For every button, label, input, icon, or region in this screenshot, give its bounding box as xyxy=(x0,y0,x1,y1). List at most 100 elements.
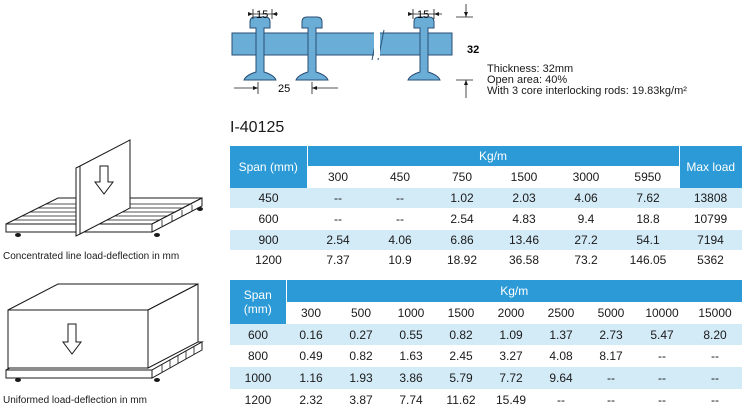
max-cell: 10799 xyxy=(679,208,742,230)
uniform-load-illustration xyxy=(5,283,204,382)
value-cell: 0.82 xyxy=(336,345,386,367)
value-cell: 7.62 xyxy=(617,188,679,208)
value-cell: 7.74 xyxy=(386,389,436,411)
max-cell: 5362 xyxy=(679,250,742,270)
load-col-header: 300 xyxy=(327,170,349,184)
value-cell: 0.55 xyxy=(386,324,436,345)
value-cell: 1.02 xyxy=(431,188,493,208)
span-cell: 450 xyxy=(230,188,307,208)
i-beam-middle xyxy=(295,16,329,81)
i-beam-left xyxy=(243,16,277,81)
value-cell: -- xyxy=(636,367,688,389)
value-cell: 1.09 xyxy=(486,324,536,345)
value-cell: -- xyxy=(688,389,742,411)
max-load-header: Max load xyxy=(678,146,742,188)
value-cell: 7.72 xyxy=(486,367,536,389)
value-cell: -- xyxy=(369,188,431,208)
span-header: Span (mm) xyxy=(238,160,298,174)
value-cell: -- xyxy=(307,188,369,208)
value-cell: 2.32 xyxy=(286,389,336,411)
load-col-header: 10000 xyxy=(645,306,679,320)
value-cell: 4.08 xyxy=(536,345,586,367)
value-cell: -- xyxy=(636,389,688,411)
span-cell: 1200 xyxy=(230,250,307,270)
value-cell: 6.86 xyxy=(431,230,493,250)
value-cell: 3.86 xyxy=(386,367,436,389)
load-col-header: 500 xyxy=(350,306,372,320)
load-col-header: 15000 xyxy=(698,306,732,320)
spec-open-area: Open area: 40% xyxy=(487,74,568,86)
value-cell: -- xyxy=(688,345,742,367)
value-cell: 2.54 xyxy=(431,208,493,230)
load-col-header: 1500 xyxy=(447,306,475,320)
spec-thickness: Thickness: 32mm xyxy=(487,63,574,75)
value-cell: 0.16 xyxy=(286,324,336,345)
table-row: 600 0.16 0.27 0.55 0.82 1.09 1.37 2.73 5… xyxy=(230,324,742,345)
value-cell: 0.49 xyxy=(286,345,336,367)
value-cell: 8.17 xyxy=(586,345,636,367)
value-cell: 73.2 xyxy=(555,250,617,270)
table-row: 450 -- -- 1.02 2.03 4.06 7.62 13808 xyxy=(230,188,742,208)
table-row: 1000 1.16 1.93 3.86 5.79 7.72 9.64 -- --… xyxy=(230,367,742,389)
table-row: 800 0.49 0.82 1.63 2.45 3.27 4.08 8.17 -… xyxy=(230,345,742,367)
value-cell: -- xyxy=(586,367,636,389)
value-cell: 5.79 xyxy=(436,367,486,389)
model-title: I-40125 xyxy=(230,119,285,136)
span-header-line1: Span xyxy=(243,288,272,302)
value-cell: 4.06 xyxy=(555,188,617,208)
value-cell: 54.1 xyxy=(617,230,679,250)
table-row: 1200 7.37 10.9 18.92 36.58 73.2 146.05 5… xyxy=(230,250,742,270)
uniform-load-table: Span (mm) Kg/m 300 500 1000 1500 2000 25… xyxy=(230,280,742,411)
span-cell: 800 xyxy=(230,345,286,367)
value-cell: -- xyxy=(536,389,586,411)
span-cell: 1000 xyxy=(230,367,286,389)
line-load-illustration xyxy=(5,139,203,237)
value-cell: 18.92 xyxy=(431,250,493,270)
value-cell: -- xyxy=(636,345,688,367)
value-cell: 0.27 xyxy=(336,324,386,345)
value-cell: 3.87 xyxy=(336,389,386,411)
value-cell: 10.9 xyxy=(369,250,431,270)
value-cell: 15.49 xyxy=(486,389,536,411)
load-col-header: 2500 xyxy=(547,306,575,320)
span-cell: 600 xyxy=(230,324,286,345)
value-cell: 2.54 xyxy=(307,230,369,250)
value-cell: -- xyxy=(688,367,742,389)
value-cell: 9.64 xyxy=(536,367,586,389)
value-cell: 1.37 xyxy=(536,324,586,345)
max-cell: 7194 xyxy=(679,230,742,250)
value-cell: 3.27 xyxy=(486,345,536,367)
value-cell: 4.06 xyxy=(369,230,431,250)
line-load-table: Span (mm) Kg/m Max load 300 450 750 1500… xyxy=(230,146,742,270)
span-cell: 1200 xyxy=(230,389,286,411)
load-col-header: 450 xyxy=(389,170,411,184)
value-cell: 8.20 xyxy=(688,324,742,345)
value-cell: 27.2 xyxy=(555,230,617,250)
span-cell: 600 xyxy=(230,208,307,230)
value-cell: 2.73 xyxy=(586,324,636,345)
value-cell: 11.62 xyxy=(436,389,486,411)
load-col-header: 1000 xyxy=(397,306,425,320)
load-col-header: 750 xyxy=(451,170,473,184)
grating-profile-drawing: 15 15 32 25 xyxy=(231,4,479,98)
table-row: 900 2.54 4.06 6.86 13.46 27.2 54.1 7194 xyxy=(230,230,742,250)
dim-bottom: 25 xyxy=(278,83,290,95)
i-beam-right xyxy=(407,16,441,81)
spec-weight: With 3 core interlocking rods: 19.83kg/m… xyxy=(487,85,687,97)
value-cell: 1.16 xyxy=(286,367,336,389)
value-cell: 4.83 xyxy=(493,208,555,230)
span-header: Span (mm) xyxy=(230,280,286,324)
dim-thickness: 32 xyxy=(467,44,479,56)
value-cell: 5.47 xyxy=(636,324,688,345)
load-col-header: 5950 xyxy=(634,170,662,184)
value-cell: 7.37 xyxy=(307,250,369,270)
value-cell: 18.8 xyxy=(617,208,679,230)
load-col-header: 5000 xyxy=(597,306,625,320)
line-load-caption: Concentrated line load-deflection in mm xyxy=(3,251,180,262)
table-row: 1200 2.32 3.87 7.74 11.62 15.49 -- -- --… xyxy=(230,389,742,411)
kg-header: Kg/m xyxy=(285,280,742,302)
uniform-load-caption: Uniformed load-deflection in mm xyxy=(3,395,147,406)
value-cell: 36.58 xyxy=(493,250,555,270)
down-arrow-icon xyxy=(62,323,82,355)
load-col-header: 3000 xyxy=(572,170,600,184)
